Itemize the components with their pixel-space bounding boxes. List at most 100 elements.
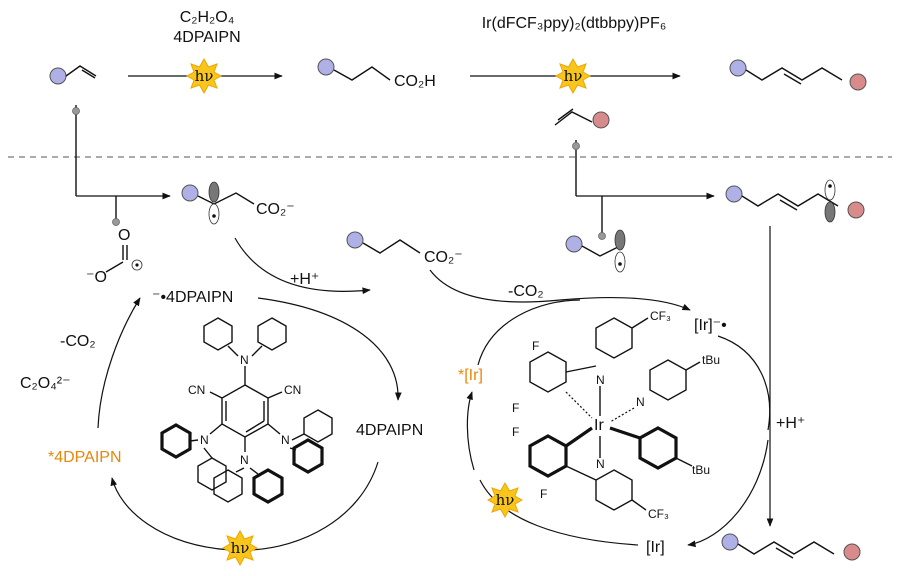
substrate-sphere-icon xyxy=(317,58,335,76)
arrow-protonation xyxy=(234,237,371,295)
intermediate-chain xyxy=(581,245,621,257)
n-ir-bottom: N xyxy=(596,457,605,471)
proton-label: +H⁺ xyxy=(290,271,319,288)
anion-co2: CO₂⁻ xyxy=(424,249,463,266)
phenyl-top-right xyxy=(257,317,287,351)
right-arc-3 xyxy=(479,479,639,546)
radical-adduct-chain xyxy=(741,193,839,207)
ground-catalyst: 4DPAIPN xyxy=(356,422,423,439)
ir-c-bold-bottom xyxy=(565,426,593,448)
cn-right-bond xyxy=(267,391,283,399)
phenyl-left-2 xyxy=(197,457,227,491)
pyridine-top xyxy=(595,317,633,359)
tbu-bottom-bond xyxy=(675,457,693,467)
substrate-sphere-icon xyxy=(721,533,739,551)
substrate-sphere-icon xyxy=(181,184,199,202)
oxalate: C₂O₄²⁻ xyxy=(20,375,71,392)
cn-left-bond xyxy=(209,391,223,399)
acceptor-sphere-icon xyxy=(843,543,861,561)
n-top: N xyxy=(240,353,249,367)
p-orbital-top xyxy=(824,179,836,201)
final-double-bond xyxy=(775,547,794,559)
product-chain xyxy=(745,67,843,81)
substrate-sphere-icon xyxy=(565,235,583,253)
bond-n-left xyxy=(209,423,223,435)
central-ring-double xyxy=(225,401,265,433)
acceptor-sphere-icon xyxy=(849,73,867,91)
grey-node-icon xyxy=(572,142,580,150)
p-orbital-bottom xyxy=(614,251,626,273)
ir-bond-bold xyxy=(609,426,641,440)
acceptor-sphere-icon xyxy=(592,111,610,129)
right-arc-2 xyxy=(687,439,769,548)
n-left: N xyxy=(200,433,209,447)
n-bottom: N xyxy=(240,453,249,467)
cond1-line2: 4DPAIPN xyxy=(173,29,240,46)
acceptor-sphere-icon xyxy=(847,201,865,219)
co2-radical-dot xyxy=(135,263,139,267)
cn-right: CN xyxy=(284,383,301,397)
anion-chain xyxy=(362,239,421,254)
ir-excited: *[Ir] xyxy=(458,367,483,384)
grey-node-icon xyxy=(112,218,120,226)
cf3-bottom: CF₃ xyxy=(648,507,669,521)
substrate-sphere-icon xyxy=(49,67,67,85)
phenyl-bottom-2 xyxy=(252,468,284,504)
right-arc-5 xyxy=(477,299,581,366)
tbu-bottom: tBu xyxy=(692,463,710,477)
substrate-sphere-icon xyxy=(346,231,364,249)
cycle-arc-left xyxy=(97,297,141,429)
ir-reduced: [Ir]⁻• xyxy=(694,317,727,334)
substrate-sphere-icon xyxy=(725,185,743,203)
hv-label-4: hν xyxy=(496,491,515,509)
phenyl-left-1 xyxy=(160,423,192,459)
p-orbital-top xyxy=(614,229,626,251)
cycle-arc-bottom-left xyxy=(110,477,231,551)
hv-label-2: hν xyxy=(564,67,583,85)
pyridine-bottom xyxy=(595,469,633,511)
radical-dot xyxy=(618,262,622,266)
right-proton: +H⁺ xyxy=(776,415,805,432)
ppy-link-bottom xyxy=(565,465,597,481)
cycle-arc-bottom-right xyxy=(249,461,379,551)
radical-dot xyxy=(828,184,832,188)
ir-c-dashed-top xyxy=(565,391,593,419)
adduct-double-bond xyxy=(779,199,798,211)
grey-node-icon xyxy=(72,107,80,115)
arrow-decarboxylation xyxy=(429,269,691,311)
cn-left: CN xyxy=(188,383,205,397)
loss-co2: -CO₂ xyxy=(60,333,96,350)
bond-n-right xyxy=(267,423,281,435)
cond2-label: Ir(dFCF₃ppy)₂(dtbbpy)PF₆ xyxy=(482,15,667,32)
top-reaction: C₂H₂O₄ 4DPAIPN hν CO₂H Ir(dFCF₃ppy)₂(dtb… xyxy=(49,9,867,129)
bipy-upper xyxy=(649,359,687,401)
co2-Ominus: ⁻O xyxy=(86,269,107,286)
acid-label: CO₂H xyxy=(394,73,436,90)
right-cycle: -CO₂ [Ir]⁻• *[Ir] [Ir] hν +H⁺ Ir N CF₃ xyxy=(429,140,865,561)
co2-O: O xyxy=(118,227,130,244)
cond1-line1: C₂H₂O₄ xyxy=(180,9,235,26)
p-orbital-top xyxy=(208,181,220,203)
right-loss-co2: -CO₂ xyxy=(508,283,544,300)
phenyl-right-2 xyxy=(303,409,333,443)
dpaipn-structure: N CN CN N N N xyxy=(160,317,333,504)
cycle-arc-right xyxy=(257,297,402,401)
acceptor-vinyl xyxy=(554,108,593,126)
grey-node-icon xyxy=(598,232,606,240)
tbu-top: tBu xyxy=(702,353,720,367)
cf3-bottom-bond xyxy=(631,499,647,511)
cf3-top: CF₃ xyxy=(650,309,671,323)
f-top-2: F xyxy=(512,401,519,415)
cf3-top-bond xyxy=(631,317,649,329)
difluorophenyl-bottom xyxy=(528,434,568,478)
phenyl-top-left xyxy=(203,317,233,351)
central-ring xyxy=(221,384,269,438)
right-arc-4 xyxy=(466,391,475,471)
n-aryl-bonds xyxy=(189,433,305,475)
f-bottom-2: F xyxy=(540,487,547,501)
radical-dot xyxy=(212,214,216,218)
n-top-bonds xyxy=(227,345,263,357)
acid-chain xyxy=(333,66,391,81)
